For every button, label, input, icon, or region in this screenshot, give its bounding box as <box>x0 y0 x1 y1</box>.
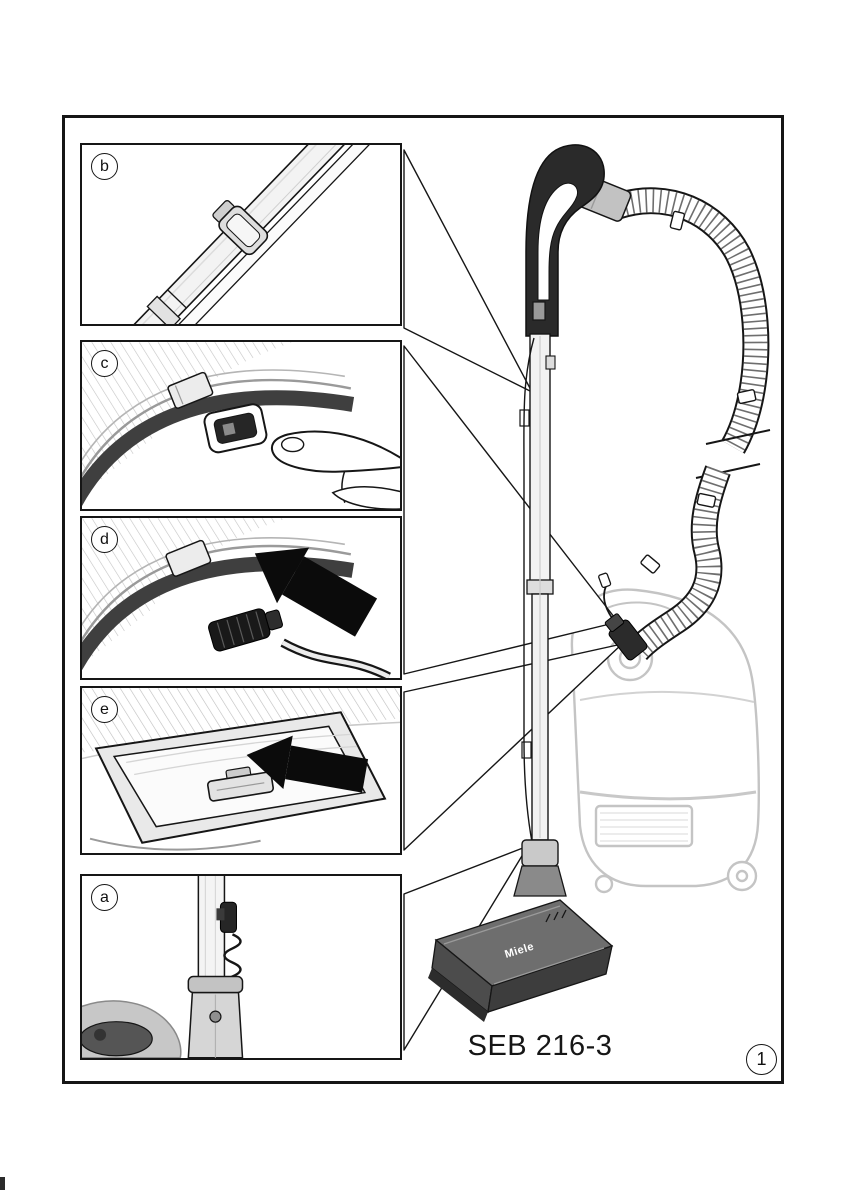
wand-lower-section <box>187 975 244 1058</box>
electric-cord <box>523 337 535 843</box>
panel-label-c: c <box>91 350 118 377</box>
callout-wedge-cd <box>403 345 619 675</box>
parking-clip <box>167 371 214 409</box>
power-plug <box>208 608 391 678</box>
hose-plug-connector <box>598 572 648 661</box>
model-label: SEB 216-3 <box>467 1030 613 1062</box>
inset-panel-b: b <box>80 143 402 326</box>
panel-label-b: b <box>91 153 118 180</box>
figure-frame <box>62 115 784 1084</box>
telescopic-wand <box>519 333 556 843</box>
release-button <box>203 403 268 454</box>
inset-panel-c: c <box>80 340 402 511</box>
inset-panel-e: e <box>80 686 402 855</box>
suction-hose-lower <box>626 465 731 661</box>
brush-top-marks <box>545 909 567 923</box>
hose-cable-clips <box>640 210 757 574</box>
parking-clip <box>165 539 212 577</box>
panel-label-a: a <box>91 884 118 911</box>
wand-cord-illustration <box>82 876 244 1058</box>
finger <box>270 430 400 509</box>
release-button-illustration <box>82 342 400 509</box>
power-brush-head: Miele <box>428 839 614 1022</box>
plug-arrow-illustration <box>82 518 391 678</box>
callout-wedge-e <box>403 643 623 851</box>
cord-hook <box>216 901 237 933</box>
tray-latch <box>206 766 274 802</box>
inset-panel-d: d <box>80 516 402 680</box>
inset-panel-a: a <box>80 874 402 1060</box>
direction-arrow <box>254 547 378 637</box>
scan-artifact <box>0 1177 5 1190</box>
figure-number-badge: 1 <box>746 1044 777 1075</box>
wand-latch <box>545 355 556 370</box>
panel-label-d: d <box>91 526 118 553</box>
wand-clip-illustration <box>82 145 400 324</box>
panel-label-e: e <box>91 696 118 723</box>
cord-compartment-illustration <box>82 688 400 851</box>
handle-grip <box>525 144 605 337</box>
direction-arrow <box>246 735 369 793</box>
suction-control-slider <box>532 301 546 321</box>
callout-wedge-b <box>403 149 533 393</box>
suction-hose-upper <box>613 187 770 454</box>
wand-cord-clip-lower <box>521 741 532 759</box>
brush-neck-background <box>82 1000 182 1058</box>
